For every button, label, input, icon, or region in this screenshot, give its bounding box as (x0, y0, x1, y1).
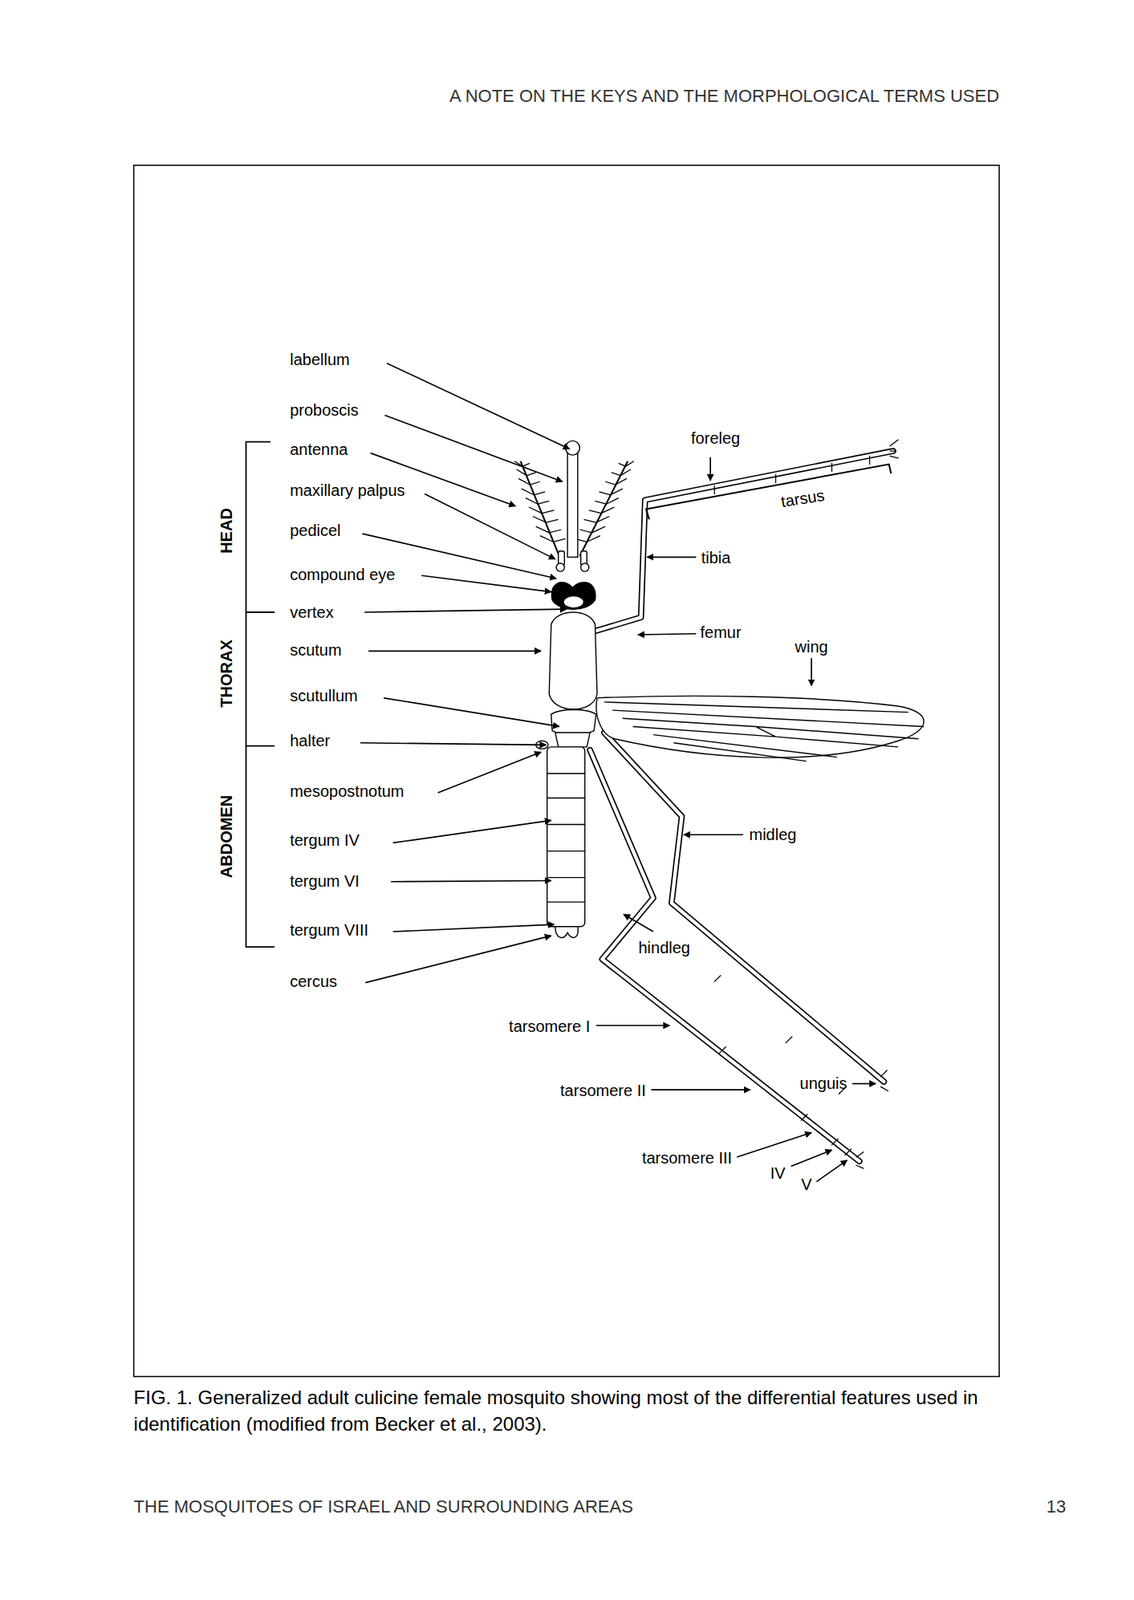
part-label: labellum (289, 350, 350, 370)
part-label: tarsomere II (560, 1081, 647, 1101)
region-bracket (246, 442, 276, 948)
part-label: femur (699, 623, 741, 643)
part-label: tarsus (779, 486, 826, 512)
part-label: mesopostnotum (289, 782, 404, 801)
part-label: tarsomere III (642, 1149, 732, 1168)
part-label: tarsomere I (508, 1017, 590, 1037)
part-label: midleg (749, 825, 797, 845)
running-footer: THE MOSQUITOES OF ISRAEL AND SURROUNDING… (134, 1496, 634, 1517)
part-label: cercus (289, 972, 338, 992)
part-label: scutum (289, 641, 342, 660)
body-drawing (536, 612, 598, 938)
part-label: hindleg (638, 938, 691, 958)
part-label: pedicel (289, 521, 341, 541)
head-drawing (552, 440, 596, 610)
part-label: unguis (800, 1074, 848, 1094)
figure-caption: FIG. 1. Generalized adult culicine femal… (134, 1384, 1002, 1439)
part-label: V (800, 1175, 812, 1195)
figure-frame (134, 165, 1000, 1377)
leg-drawing (589, 439, 899, 1169)
part-label: tibia (701, 548, 732, 568)
leader-arrow (360, 363, 876, 1183)
part-label: IV (770, 1164, 786, 1183)
part-label: foreleg (690, 429, 740, 448)
part-label: antenna (289, 440, 348, 460)
region-label: THORAX (217, 639, 236, 708)
part-label: proboscis (289, 401, 359, 420)
part-label: vertex (289, 603, 334, 622)
part-label: maxillary palpus (289, 481, 405, 500)
region-label: ABDOMEN (217, 795, 236, 878)
part-label: tergum VIII (289, 921, 369, 940)
region-label: HEAD (217, 508, 236, 554)
part-label: halter (289, 731, 330, 751)
wing-drawing (596, 695, 924, 761)
part-label: tergum IV (289, 831, 360, 850)
page-number: 13 (1046, 1496, 1066, 1517)
part-label: scutullum (289, 686, 358, 706)
part-label: wing (795, 638, 829, 657)
tarsus-bracket (646, 464, 891, 521)
part-label: tergum VI (289, 872, 360, 891)
running-header: A NOTE ON THE KEYS AND THE MORPHOLOGICAL… (449, 85, 1000, 106)
part-label: compound eye (289, 565, 395, 585)
